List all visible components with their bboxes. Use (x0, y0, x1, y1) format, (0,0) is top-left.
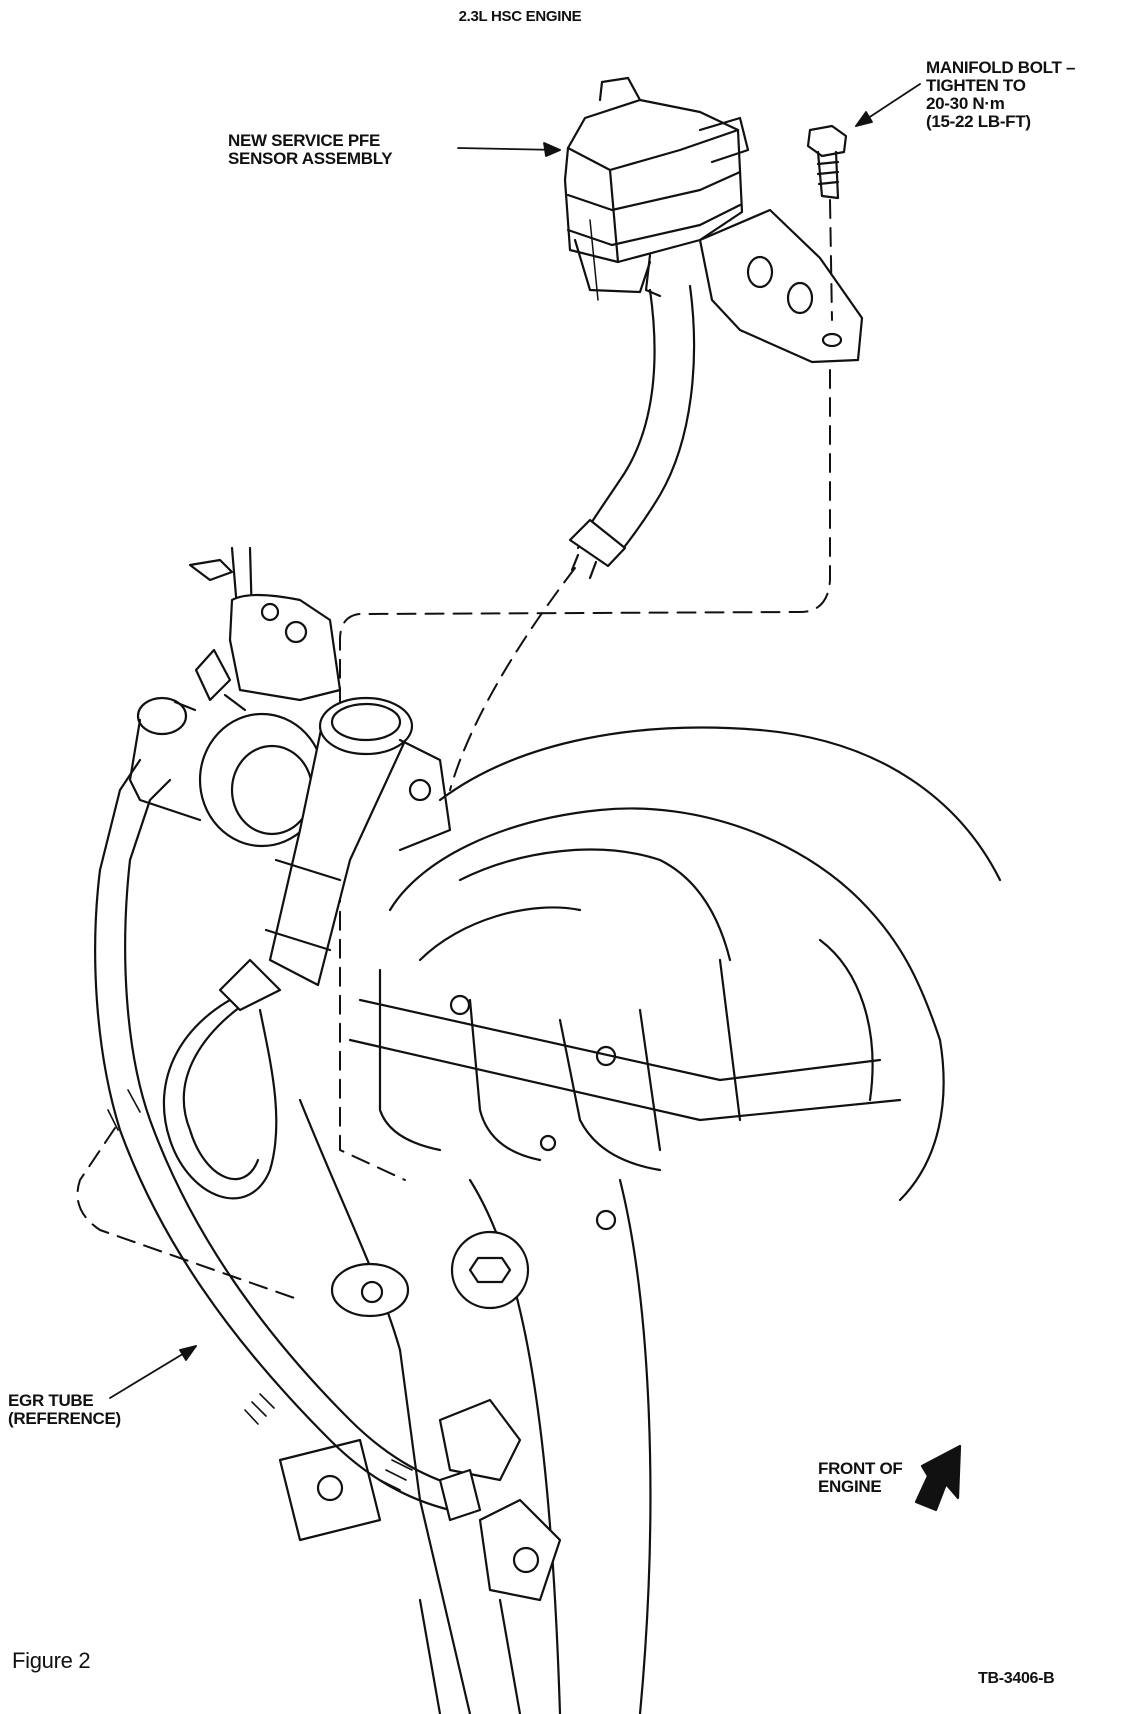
engine-block (278, 1098, 652, 1714)
figure-label: Figure 2 (12, 1648, 91, 1673)
sensor-bracket (698, 208, 864, 364)
front-of-engine-label: FRONT OF ENGINE (818, 1459, 903, 1496)
drawing-id: TB-3406-B (978, 1670, 1055, 1687)
sensor-wire-harness (162, 958, 282, 1200)
intake-tube (264, 696, 452, 987)
manifold-bolt-callout: MANIFOLD BOLT – TIGHTEN TO 20-30 N·m (15… (926, 58, 1076, 131)
egr-tube-callout: EGR TUBE (REFERENCE) (8, 1391, 121, 1428)
sensor-vacuum-hose (568, 284, 696, 580)
pfe-sensor-callout: NEW SERVICE PFE SENSOR ASSEMBLY (228, 131, 393, 168)
pfe-sensor-assembly (563, 76, 750, 301)
egr-tube (94, 758, 482, 1522)
throttle-body (128, 546, 342, 848)
diagram-title: 2.3L HSC ENGINE (458, 8, 582, 25)
intake-manifold (348, 726, 1002, 1231)
callout-leaders (109, 83, 921, 1399)
front-direction-arrow (914, 1444, 962, 1512)
dashed-reference-lines (76, 199, 833, 1301)
manifold-bolt (806, 124, 848, 200)
